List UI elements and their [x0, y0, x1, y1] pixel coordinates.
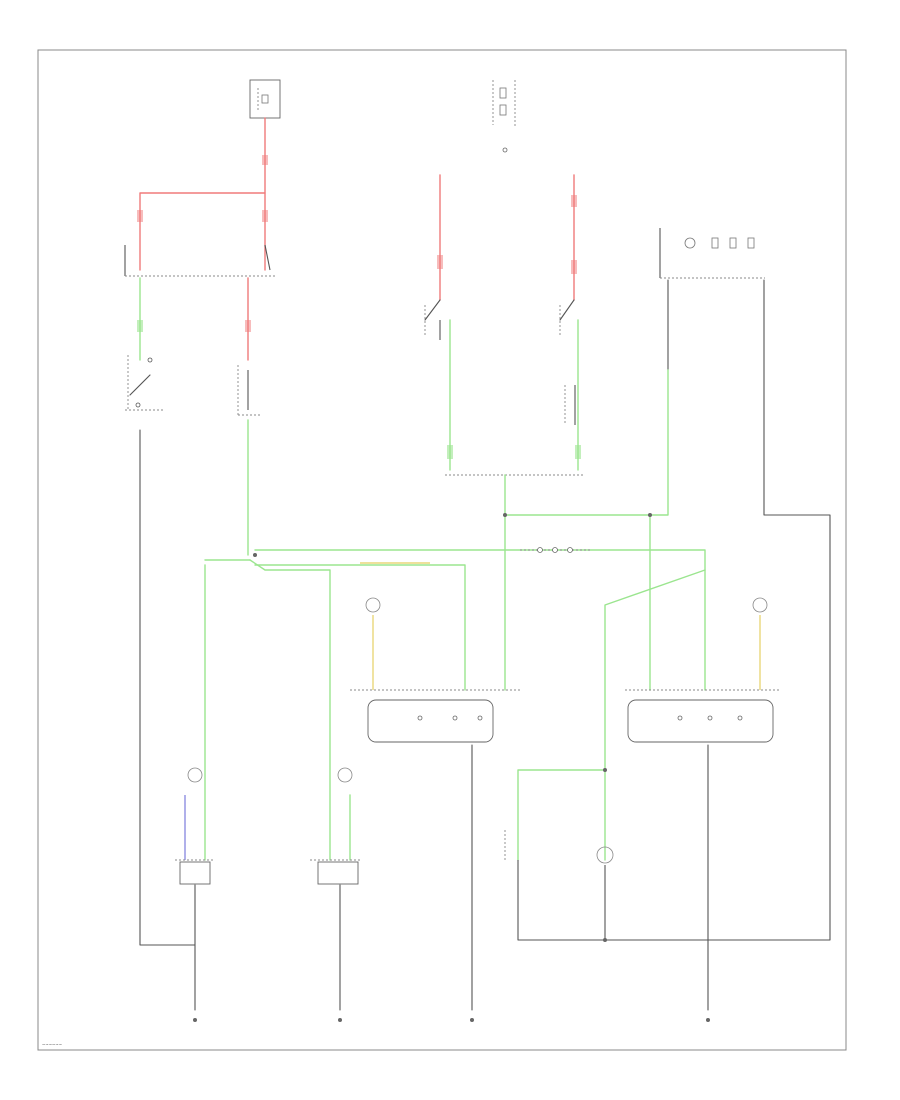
ground-terminal-3: [470, 1018, 474, 1022]
wire-marker: [262, 210, 268, 222]
green-bus-middle: [254, 564, 466, 691]
center-right-switch: [559, 299, 575, 335]
green-wire-right-top: [504, 369, 669, 516]
diagram-frame: [37, 49, 847, 1051]
splice-dot: [603, 938, 607, 942]
red-wire-branch: [139, 192, 266, 271]
sensor-right-module: [752, 597, 768, 690]
green-wire-right-sensor: [249, 559, 331, 861]
center-relay: [237, 365, 262, 416]
wire-marker: [262, 155, 268, 165]
wire-marker: [137, 320, 143, 332]
ground-terminal-2: [338, 1018, 342, 1022]
black-ground-wire-right: [517, 279, 831, 941]
left-relay: [125, 355, 165, 411]
wire-marker: [447, 445, 453, 459]
left-module: [350, 689, 520, 743]
lamp-left: [504, 830, 519, 940]
wire-marker: [575, 445, 581, 459]
green-bus-top: [254, 549, 706, 691]
ground-terminal-4: [706, 1018, 710, 1022]
center-right-component: [564, 385, 576, 425]
right-component-block: [659, 228, 765, 279]
center-fuse-block: [492, 80, 516, 153]
splice-dot: [253, 553, 257, 557]
splice-dot: [648, 513, 652, 517]
bus-connector: [520, 547, 590, 553]
right-module: [625, 689, 780, 743]
right-lower-sensor: [310, 767, 360, 885]
wire-marker: [437, 255, 443, 269]
footer-code: ~~~~~~: [42, 1042, 62, 1047]
green-wire-lamp-left: [517, 769, 606, 861]
ground-terminal-1: [193, 1018, 197, 1022]
left-lower-sensor: [175, 767, 215, 885]
wire-marker: [137, 210, 143, 222]
wire-marker: [571, 260, 577, 274]
left-switch-block: [124, 244, 275, 277]
splice-dot: [603, 768, 607, 772]
splice-dot: [503, 513, 507, 517]
wire-marker: [245, 320, 251, 332]
wire-marker: [571, 195, 577, 207]
center-left-switch: [424, 299, 441, 340]
left-fuse-block: [249, 79, 281, 119]
lamp-right: [596, 846, 614, 940]
green-wire-lamp-right: [604, 569, 706, 861]
black-ground-wire-left: [139, 429, 196, 946]
sensor-left-module: [365, 597, 381, 690]
